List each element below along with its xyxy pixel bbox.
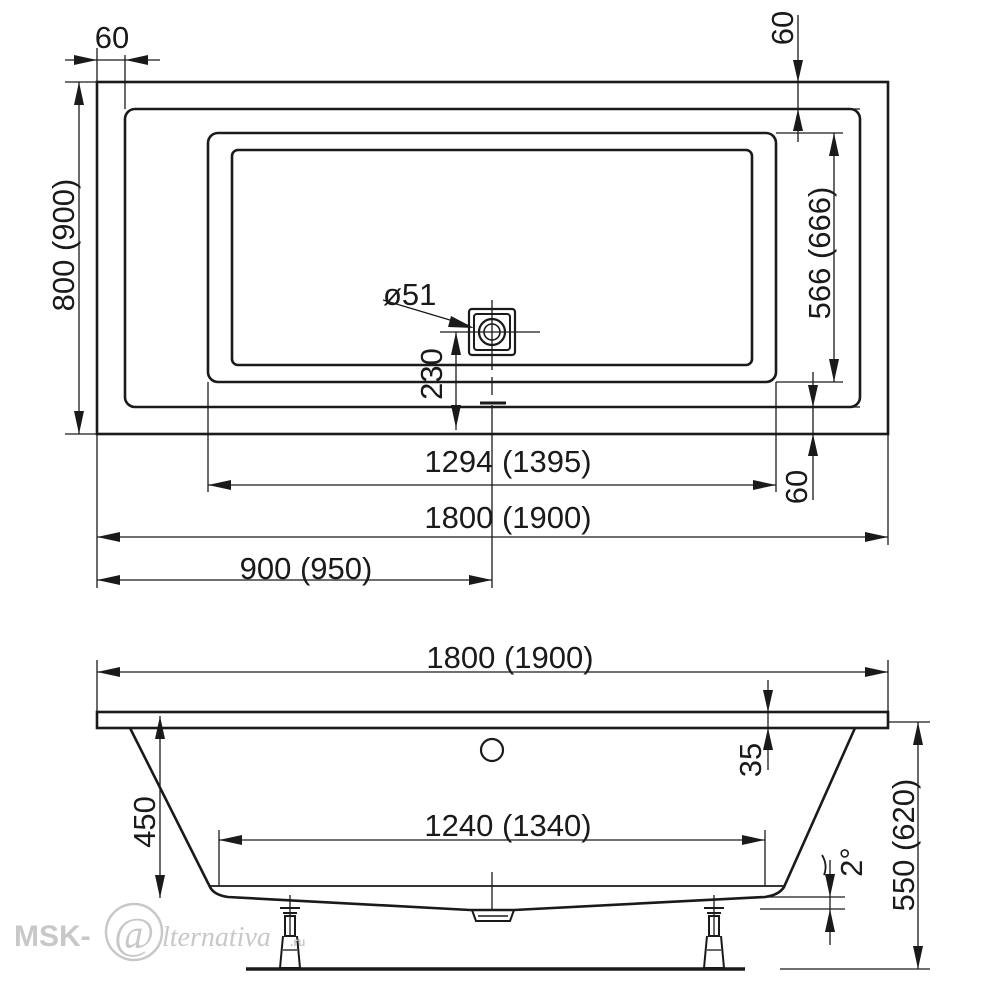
overflow-hole	[479, 737, 505, 763]
dim-slope-label: 2°	[834, 847, 869, 877]
watermark-prefix: MSK-	[14, 920, 91, 953]
top-view: 60 60 800 (900) 566 (666)	[46, 11, 890, 588]
dim-drain-offset-label: 230	[414, 348, 449, 400]
leg-right	[702, 895, 726, 969]
dim-rim-thickness-label: 35	[733, 743, 768, 777]
dim-total-length: 1800 (1900)	[96, 434, 889, 588]
dim-rim-top: 60	[765, 11, 860, 142]
dim-inner-width: 566 (666)	[776, 132, 843, 383]
watermark-suffix: lternativa	[162, 922, 271, 953]
dim-total-height: 550 (620)	[780, 721, 930, 970]
dim-drain-diameter-label: ø51	[383, 277, 436, 312]
dim-depth: 450	[127, 716, 165, 898]
dim-inner-width-label: 566 (666)	[802, 187, 837, 320]
side-view: 1800 (1900)	[95, 640, 930, 971]
dim-side-bottom-length: 1240 (1340)	[218, 808, 766, 886]
watermark-tld: .ru	[290, 935, 305, 949]
dim-rim-left-label: 60	[95, 20, 129, 55]
dim-rim-thickness: 35	[733, 680, 773, 777]
dim-side-total-length-label: 1800 (1900)	[426, 640, 593, 675]
dim-drain-offset: 230	[414, 331, 470, 430]
drain-fitting	[471, 872, 515, 922]
dim-rim-top-label: 60	[765, 11, 800, 45]
dim-width-label: 800 (900)	[46, 179, 81, 312]
dim-slope: 2°	[760, 847, 869, 945]
dim-width: 800 (900)	[46, 81, 97, 435]
dim-side-total-length: 1800 (1900)	[96, 640, 889, 712]
dim-rim-left: 60	[65, 20, 160, 109]
dim-half-length-label: 900 (950)	[240, 551, 373, 586]
watermark-logo: MSK- @ lternativa .ru	[14, 902, 305, 962]
watermark-at-symbol: @	[114, 909, 154, 958]
overflow-marker	[480, 377, 506, 405]
dim-bottom-length-label: 1294 (1395)	[424, 444, 591, 479]
dim-rim-bottom: 60	[779, 372, 860, 504]
dim-half-length: 900 (950)	[97, 405, 493, 588]
dim-depth-label: 450	[127, 796, 162, 848]
dim-rim-bottom-label: 60	[779, 470, 814, 504]
tub-rim-slab	[95, 710, 890, 730]
dim-drain-diameter: ø51	[382, 277, 474, 328]
dim-total-length-label: 1800 (1900)	[424, 500, 591, 535]
drain-symbol	[467, 300, 540, 370]
dim-total-height-label: 550 (620)	[886, 779, 921, 912]
leg-left	[278, 895, 302, 969]
dim-side-bottom-length-label: 1240 (1340)	[424, 808, 591, 843]
